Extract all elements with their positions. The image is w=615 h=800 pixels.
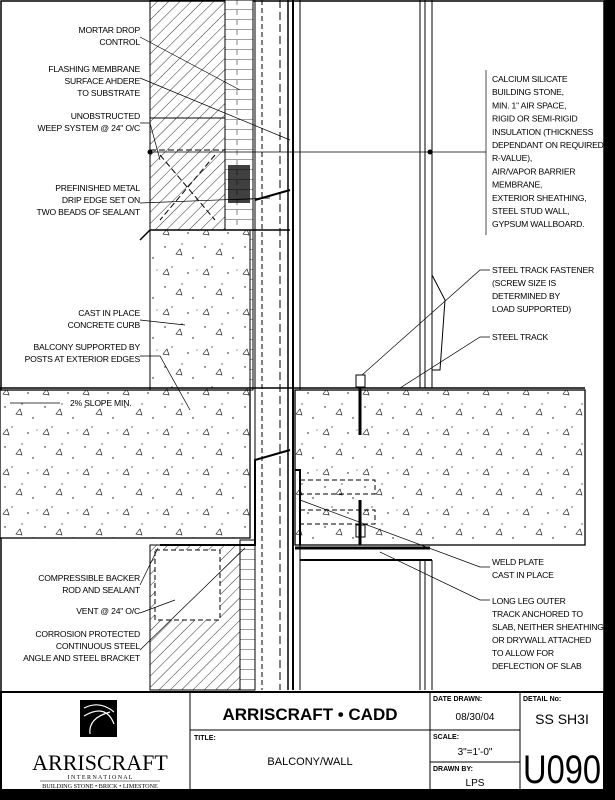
svg-text:I N T E R N A T I O N A L: I N T E R N A T I O N A L <box>68 775 133 781</box>
scale: 3"=1'-0" <box>458 747 493 758</box>
stone-lintel <box>149 117 226 231</box>
balcony-slab <box>0 389 251 539</box>
svg-text:DATE DRAWN:: DATE DRAWN: <box>433 696 482 703</box>
label-vent: VENT @ 24" O/C <box>76 606 140 616</box>
label-slope: 2% SLOPE MIN. <box>70 398 131 408</box>
drawn-by: LPS <box>466 778 485 789</box>
arriscraft-logo: ARRISCRAFT I N T E R N A T I O N A L BUI… <box>32 700 168 790</box>
sealant-block <box>228 165 250 203</box>
stone-upper <box>149 0 226 119</box>
drawing-title: BALCONY/WALL <box>267 756 352 768</box>
svg-text:ARRISCRAFT: ARRISCRAFT <box>32 750 168 775</box>
sheet-shadow-right <box>604 0 615 800</box>
wall-layers <box>0 0 585 690</box>
label-track: STEEL TRACK <box>492 332 549 342</box>
right-labels: CALCIUM SILICATE BUILDING STONE, MIN. 1"… <box>492 74 606 671</box>
company-name: ARRISCRAFT • CADD <box>223 705 398 724</box>
svg-text:BUILDING STONE • BRICK • LIMES: BUILDING STONE • BRICK • LIMESTONE <box>42 783 158 790</box>
svg-text:DETAIL No:: DETAIL No: <box>523 696 561 703</box>
concrete-curb <box>149 229 251 391</box>
sheet-shadow-bottom <box>0 790 615 800</box>
svg-text:SCALE:: SCALE: <box>433 734 459 741</box>
insulation-lower <box>239 539 256 691</box>
detail-number: U090 <box>523 748 601 792</box>
interior-slab <box>294 389 586 546</box>
label-wall-assembly: CALCIUM SILICATE BUILDING STONE, MIN. 1"… <box>492 74 606 229</box>
svg-text:DRAWN BY:: DRAWN BY: <box>433 766 473 773</box>
svg-text:TITLE:: TITLE: <box>194 735 216 742</box>
detail-series: SS SH3I <box>535 711 589 727</box>
date-drawn: 08/30/04 <box>456 712 495 723</box>
title-block: ARRISCRAFT I N T E R N A T I O N A L BUI… <box>0 691 605 792</box>
